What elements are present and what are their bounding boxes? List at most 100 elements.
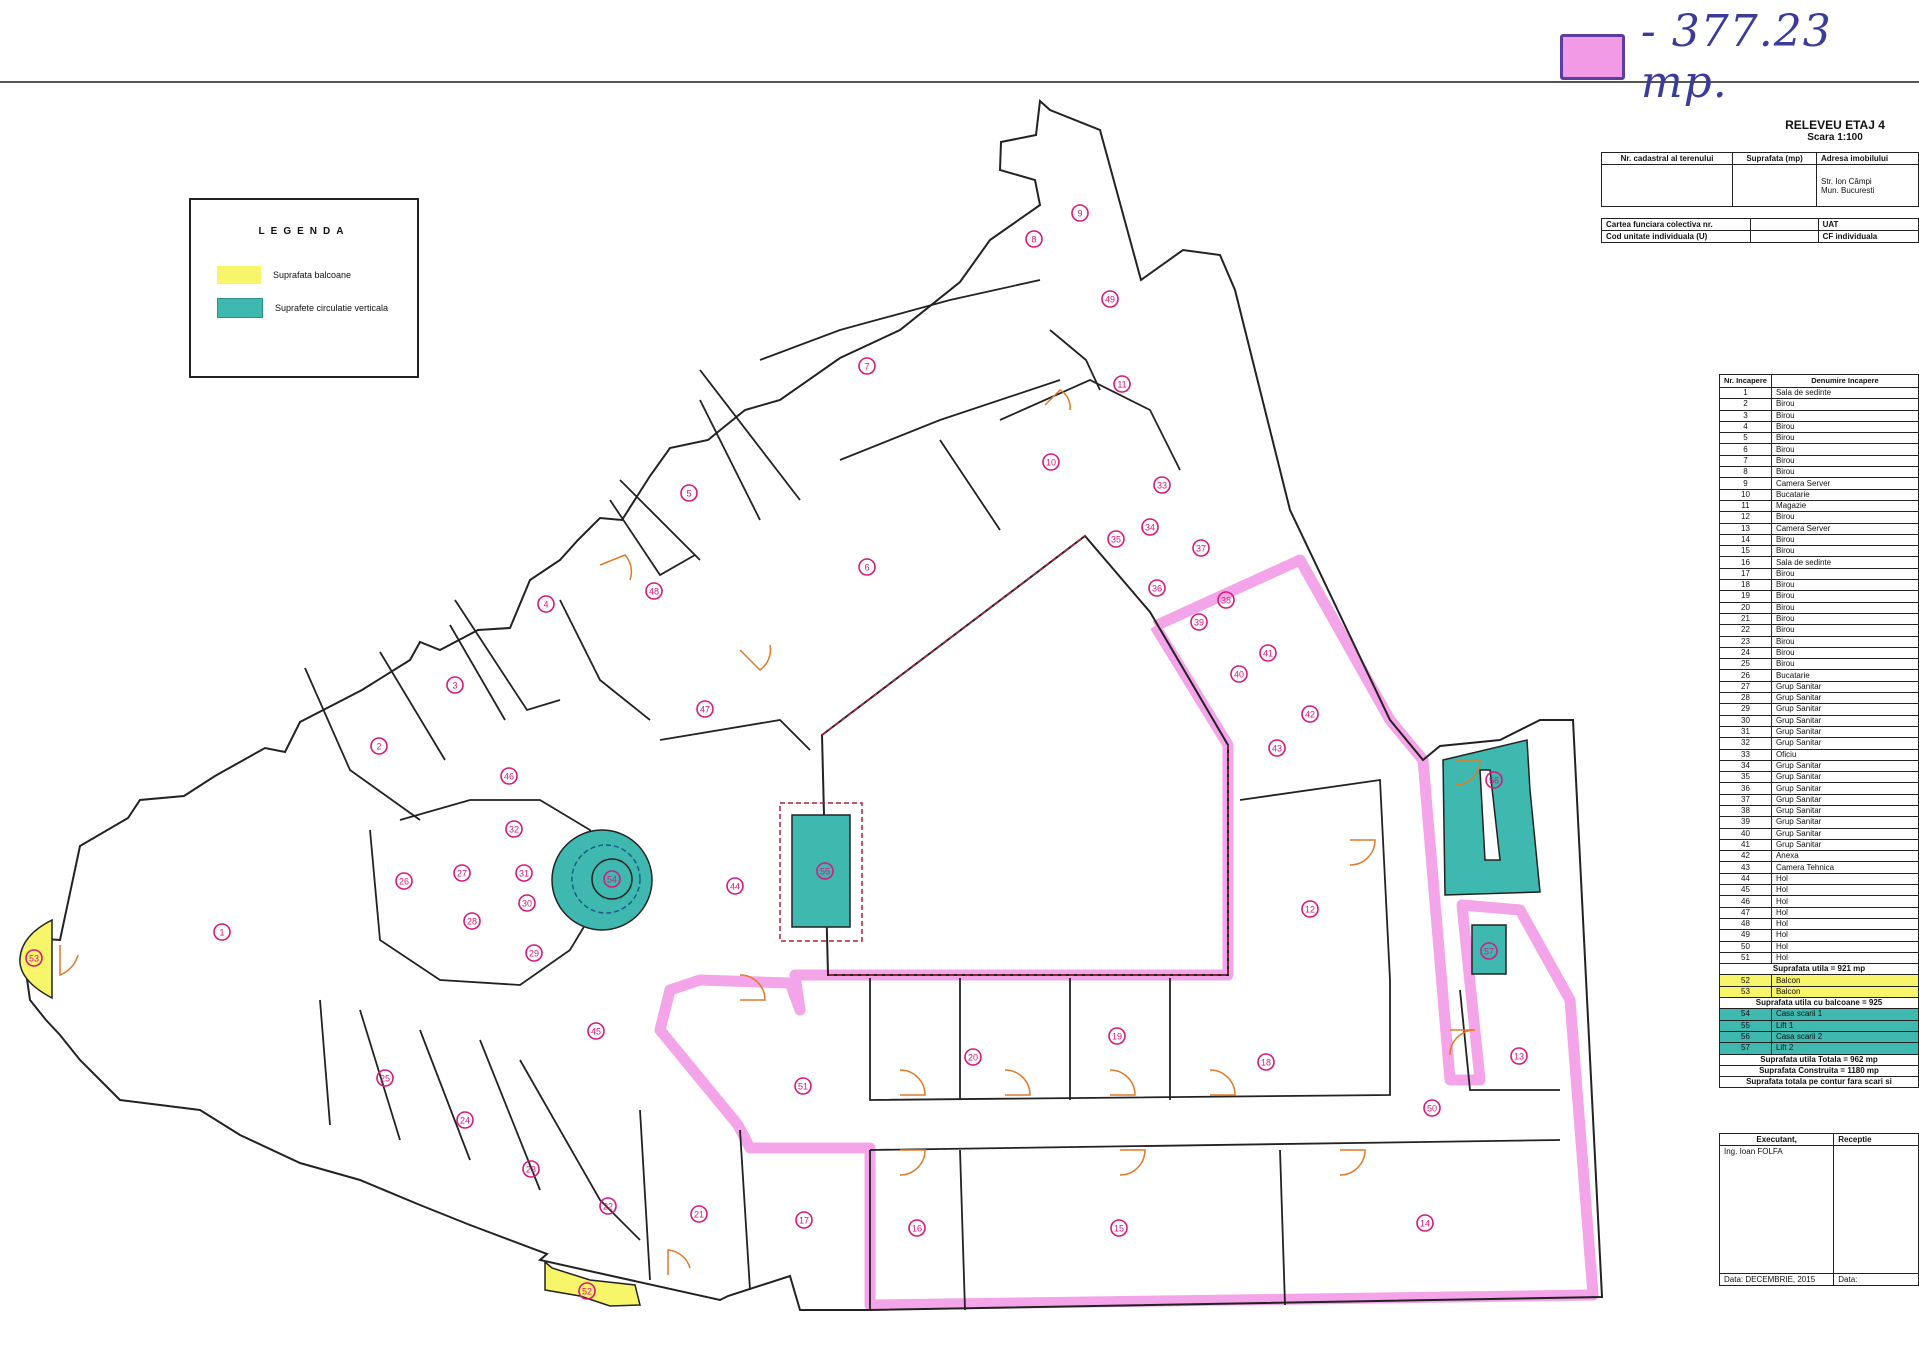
room-label: 57 <box>1480 942 1498 960</box>
room-label: 5 <box>680 484 698 502</box>
svg-text:6: 6 <box>864 563 869 573</box>
room-number: 21 <box>1719 612 1772 626</box>
room-label: 22 <box>599 1197 617 1215</box>
room-number: 53 <box>1719 985 1772 999</box>
room-name: Grup Sanitar <box>1770 771 1919 784</box>
room-label: 26 <box>395 872 413 890</box>
svg-text:4: 4 <box>543 600 548 610</box>
room-number: 26 <box>1719 669 1772 682</box>
room-number: 35 <box>1719 771 1772 784</box>
title-divider-line <box>0 81 1919 83</box>
balcony-53 <box>19 918 53 1000</box>
room-name: Birou <box>1770 590 1919 603</box>
svg-text:48: 48 <box>649 587 659 597</box>
room-number: 52 <box>1719 974 1772 987</box>
room-number: 38 <box>1719 804 1772 818</box>
svg-text:1: 1 <box>219 928 224 938</box>
room-name: Camera Server <box>1770 477 1919 490</box>
room-label: 25 <box>376 1069 394 1087</box>
room-name: Anexa <box>1770 850 1919 863</box>
svg-text:10: 10 <box>1046 458 1056 468</box>
room-label: 42 <box>1301 705 1319 723</box>
room-name: Grup Sanitar <box>1770 816 1919 829</box>
door-swings <box>59 389 1481 1275</box>
svg-text:50: 50 <box>1427 1104 1437 1114</box>
svg-text:32: 32 <box>509 825 519 835</box>
room-number: 27 <box>1719 680 1772 694</box>
svg-text:5: 5 <box>686 489 691 499</box>
svg-text:25: 25 <box>380 1074 390 1084</box>
room-number: 13 <box>1719 522 1772 535</box>
room-name: Sala de sedinte <box>1770 386 1919 400</box>
signature-table: Executant, Receptie Ing. Ioan FOLFA Data… <box>1718 1133 1919 1286</box>
room-number: 30 <box>1719 714 1772 727</box>
room-label: 53 <box>25 949 43 967</box>
room-number: 19 <box>1719 590 1772 603</box>
svg-text:8: 8 <box>1031 235 1036 245</box>
room-label: 52 <box>578 1282 596 1300</box>
title-block: RELEVEU ETAJ 4 Scara 1:100 <box>1600 118 1919 143</box>
room-name: Grup Sanitar <box>1770 680 1919 694</box>
room-name: Camera Server <box>1770 522 1919 535</box>
svg-text:20: 20 <box>968 1053 978 1063</box>
svg-text:40: 40 <box>1234 670 1244 680</box>
room-label: 34 <box>1141 518 1159 536</box>
room-label: 54 <box>603 870 621 888</box>
room-name: Grup Sanitar <box>1770 759 1919 773</box>
svg-text:11: 11 <box>1117 380 1126 390</box>
room-label: 44 <box>726 877 744 895</box>
room-name: Balcon <box>1770 985 1919 999</box>
room-name: Birou <box>1770 579 1919 592</box>
room-number: 23 <box>1719 635 1772 648</box>
room-number: 44 <box>1719 872 1772 886</box>
stairwell-54 <box>551 829 653 931</box>
room-label: 27 <box>453 864 471 882</box>
room-number: 46 <box>1719 895 1772 908</box>
room-number: 54 <box>1719 1008 1772 1021</box>
svg-text:42: 42 <box>1305 710 1315 720</box>
cadastral-table: Nr. cadastral al terenului Suprafata (mp… <box>1600 152 1919 207</box>
room-label: 7 <box>858 357 876 375</box>
room-name: Hol <box>1770 895 1919 908</box>
cod-unitate-label: Cod unitate individuala (U) <box>1600 230 1752 243</box>
svg-text:19: 19 <box>1112 1032 1122 1042</box>
svg-text:57: 57 <box>1484 947 1494 957</box>
lift-55-frame <box>779 802 863 942</box>
interior-walls <box>304 279 1561 1311</box>
room-number: 18 <box>1719 579 1772 592</box>
room-label: 3 <box>446 676 464 694</box>
room-number: 37 <box>1719 793 1772 806</box>
room-number: 45 <box>1719 884 1772 897</box>
room-number: 48 <box>1719 917 1772 931</box>
room-name: Oficiu <box>1770 748 1919 761</box>
room-name: Bucatarie <box>1770 669 1919 682</box>
svg-text:13: 13 <box>1514 1052 1524 1062</box>
balcony-52 <box>544 1260 641 1307</box>
room-name: Hol <box>1770 906 1919 919</box>
room-name: Grup Sanitar <box>1770 703 1919 716</box>
room-name: Birou <box>1770 612 1919 626</box>
room-name: Birou <box>1770 646 1919 660</box>
address-cell: Str. Ion Câmpi Mun. Bucuresti <box>1816 164 1919 207</box>
room-number: 2 <box>1719 398 1772 411</box>
room-label: 16 <box>908 1219 926 1237</box>
room-number: 41 <box>1719 838 1772 852</box>
room-label: 14 <box>1416 1214 1434 1232</box>
room-name: Lift 2 <box>1770 1042 1919 1055</box>
room-number: 4 <box>1719 420 1772 434</box>
room-label: 55 <box>816 862 834 880</box>
